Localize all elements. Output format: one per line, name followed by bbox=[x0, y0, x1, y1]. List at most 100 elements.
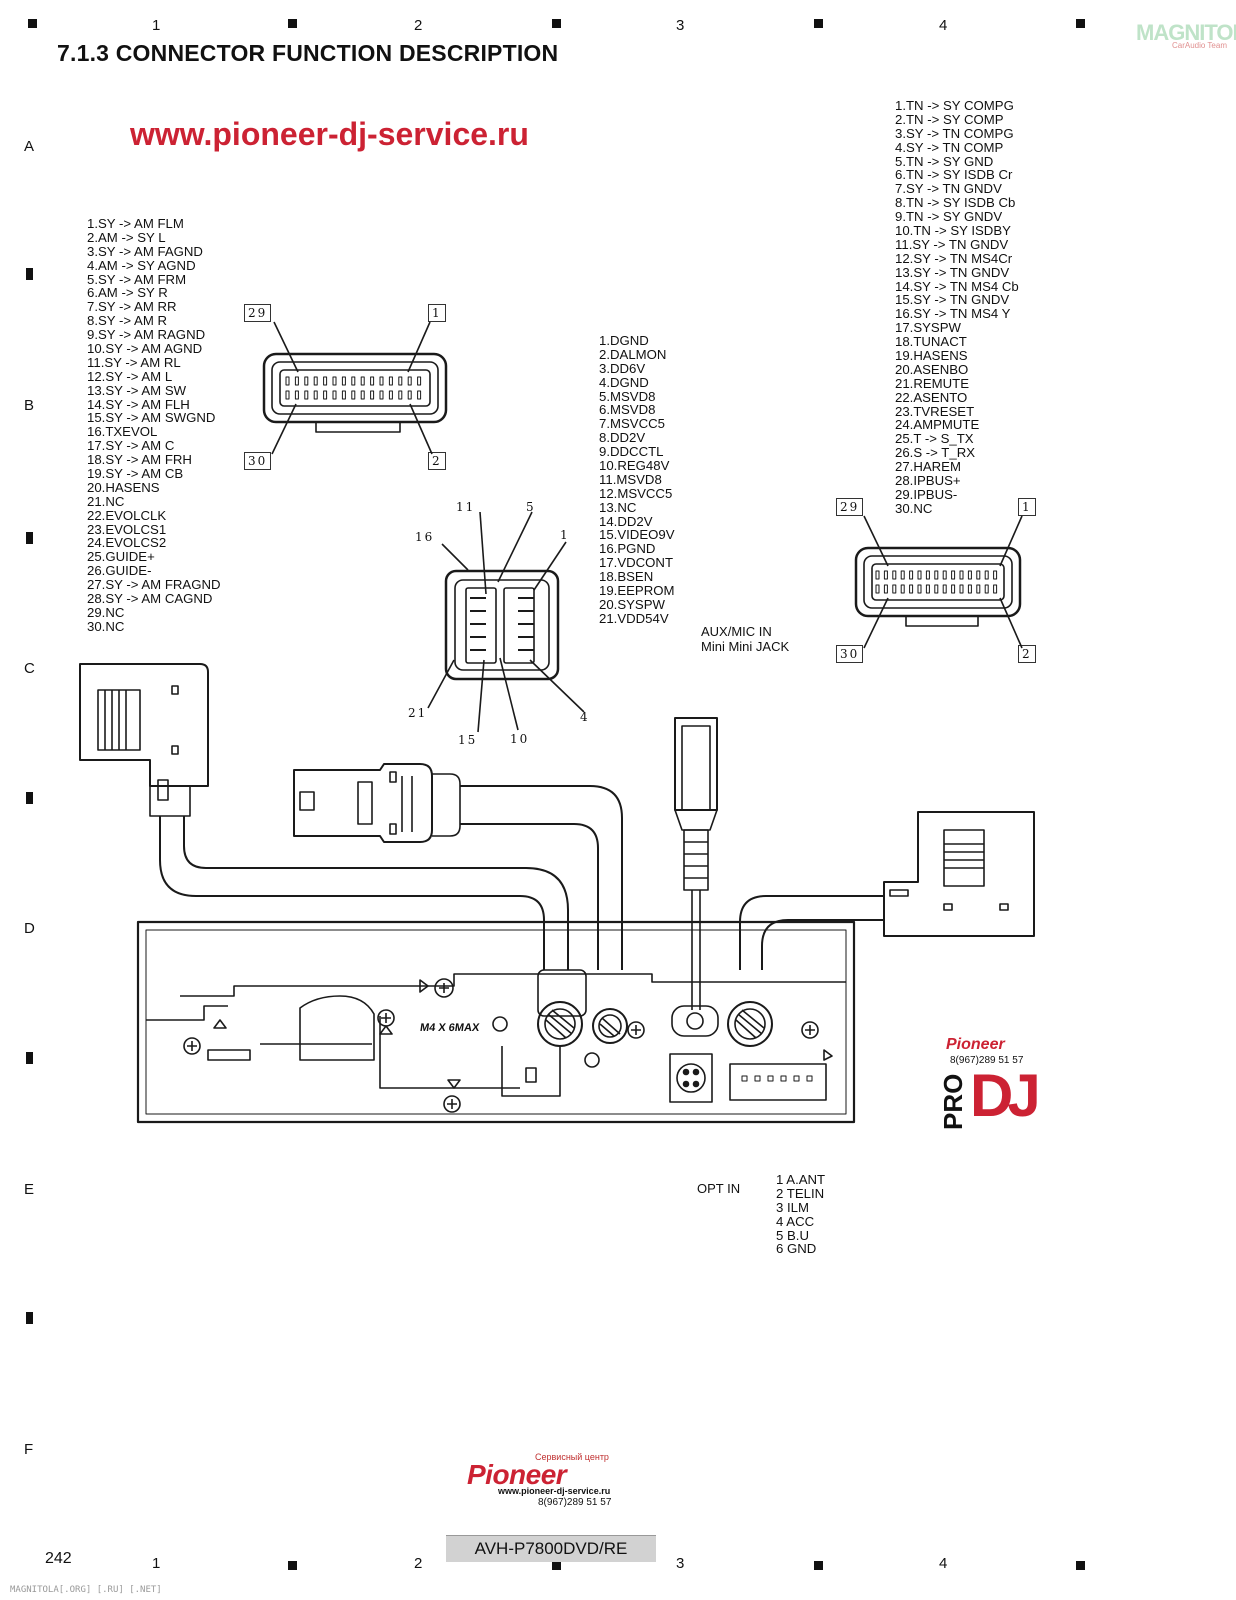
center-connector-pin: 4.DGND bbox=[599, 374, 649, 390]
opt-in-pin: 1 A.ANT bbox=[776, 1172, 826, 1187]
right-connector-pin: 4.SY -> TN COMP bbox=[895, 139, 1004, 155]
right-connector-pin: 9.TN -> SY GNDV bbox=[895, 209, 1003, 225]
right-cable-plug bbox=[883, 811, 1035, 937]
center-connector-pin: 6.MSVD8 bbox=[599, 402, 656, 418]
left-connector-pin: 27.SY -> AM FRAGND bbox=[87, 577, 221, 593]
reg-marker bbox=[26, 532, 33, 544]
col-label-4: 4 bbox=[939, 17, 948, 34]
left-connector-pin: 29.NC bbox=[87, 604, 125, 620]
center-pin-4-label: 4 bbox=[580, 710, 590, 724]
left-connector-pin: 15.SY -> AM SWGND bbox=[87, 410, 216, 426]
aux-label-line2: Mini Mini JACK bbox=[701, 639, 790, 654]
center-connector-pin: 17.VDCONT bbox=[599, 555, 674, 571]
reg-marker bbox=[552, 1561, 561, 1570]
watermark-sub: CarAudio Team bbox=[1172, 41, 1227, 50]
reg-marker bbox=[1076, 19, 1085, 28]
left-connector-pin: 23.EVOLCS1 bbox=[87, 521, 167, 537]
center-connector-pin: 5.MSVD8 bbox=[599, 388, 656, 404]
right-connector-pin: 20.ASENBO bbox=[895, 361, 969, 377]
right-30-pin-connector bbox=[854, 515, 1023, 649]
center-pin-11-label: 11 bbox=[456, 500, 476, 514]
aux-label-line1: AUX/MIC IN bbox=[701, 624, 772, 639]
right-connector-pin: 5.TN -> SY GND bbox=[895, 153, 994, 169]
left-cable-plug bbox=[79, 663, 209, 817]
right-connector-pin: 15.SY -> TN GNDV bbox=[895, 292, 1010, 308]
right-pin-2-label: 2 bbox=[1018, 645, 1036, 663]
right-connector-pin: 19.HASENS bbox=[895, 348, 968, 364]
left-connector-pin: 12.SY -> AM L bbox=[87, 368, 173, 384]
aux-label: AUX/MIC IN Mini Mini JACK bbox=[701, 624, 789, 654]
left-connector-pin: 26.GUIDE- bbox=[87, 563, 152, 579]
head-unit-rear-panel bbox=[136, 920, 856, 1124]
left-connector-pin: 1.SY -> AM FLM bbox=[87, 216, 184, 231]
right-connector-pin: 7.SY -> TN GNDV bbox=[895, 181, 1002, 197]
opt-in-pin: 6 GND bbox=[776, 1241, 817, 1257]
left-pin-2-label: 2 bbox=[428, 452, 446, 470]
reg-marker bbox=[26, 792, 33, 804]
reg-marker bbox=[26, 1312, 33, 1324]
left-connector-pin: 16.TXEVOL bbox=[87, 424, 158, 440]
footer-logo-url: www.pioneer-dj-service.ru bbox=[498, 1486, 611, 1496]
left-connector-pin: 20.HASENS bbox=[87, 479, 160, 495]
reg-marker bbox=[26, 268, 33, 280]
left-connector-pin: 11.SY -> AM RL bbox=[87, 354, 181, 370]
aux-mini-jack bbox=[674, 717, 718, 1010]
reg-marker bbox=[814, 19, 823, 28]
left-connector-pin: 9.SY -> AM RAGND bbox=[87, 327, 206, 343]
center-21-pin-connector bbox=[427, 511, 585, 733]
center-connector-pin: 2.DALMON bbox=[599, 346, 667, 362]
right-connector-pin: 24.AMPMUTE bbox=[895, 417, 980, 433]
source-footer: MAGNITOLA[.ORG] [.RU] [.NET] bbox=[10, 1585, 162, 1595]
right-connector-pin: 14.SY -> TN MS4 Cb bbox=[895, 278, 1019, 294]
center-connector-pin: 14.DD2V bbox=[599, 513, 653, 529]
left-connector-pin: 2.AM -> SY L bbox=[87, 229, 166, 245]
pioneer-logo: Pioneer bbox=[946, 1036, 1005, 1053]
left-connector-pin: 7.SY -> AM RR bbox=[87, 299, 177, 315]
center-pin-16-label: 16 bbox=[415, 530, 435, 544]
right-connector-pin: 29.IPBUS- bbox=[895, 486, 958, 502]
right-pin-30-label: 30 bbox=[836, 645, 864, 663]
right-connector-pin: 13.SY -> TN GNDV bbox=[895, 264, 1010, 280]
row-label-f: F bbox=[24, 1441, 34, 1458]
right-connector-pin: 16.SY -> TN MS4 Y bbox=[895, 306, 1011, 322]
model-name: AVH-P7800DVD/RE bbox=[446, 1535, 656, 1562]
col-label-1: 1 bbox=[152, 17, 161, 34]
right-connector-pin: 27.HAREM bbox=[895, 459, 961, 475]
col-label-3-bottom: 3 bbox=[676, 1555, 685, 1572]
row-label-d: D bbox=[24, 920, 35, 937]
left-connector-pin: 22.EVOLCLK bbox=[87, 507, 167, 523]
service-center-text: Сервисный центр bbox=[535, 1452, 609, 1462]
col-label-4-bottom: 4 bbox=[939, 1555, 948, 1572]
left-connector-pin: 18.SY -> AM FRH bbox=[87, 452, 192, 468]
right-connector-pin: 1.TN -> SY COMPG bbox=[895, 98, 1014, 113]
right-connector-pin: 30.NC bbox=[895, 500, 933, 516]
left-connector-pin: 8.SY -> AM R bbox=[87, 313, 168, 329]
reg-marker bbox=[288, 1561, 297, 1570]
left-pin-1-label: 1 bbox=[428, 304, 446, 322]
left-pin-29-label: 29 bbox=[244, 304, 272, 322]
left-connector-pin: 28.SY -> AM CAGND bbox=[87, 591, 213, 607]
footer-logo-phone: 8(967)289 51 57 bbox=[538, 1497, 612, 1508]
row-label-e: E bbox=[24, 1181, 35, 1198]
col-label-3: 3 bbox=[676, 17, 685, 34]
right-connector-pin: 28.IPBUS+ bbox=[895, 473, 961, 489]
left-pin-30-label: 30 bbox=[244, 452, 272, 470]
reg-marker bbox=[1076, 1561, 1085, 1570]
right-connector-pin: 12.SY -> TN MS4Cr bbox=[895, 250, 1013, 266]
left-connector-pin: 5.SY -> AM FRM bbox=[87, 271, 187, 287]
col-label-2: 2 bbox=[414, 17, 423, 34]
left-connector-pin: 6.AM -> SY R bbox=[87, 285, 168, 301]
opt-in-pin: 3 ILM bbox=[776, 1199, 809, 1215]
row-label-c: C bbox=[24, 660, 35, 677]
left-connector-pin: 24.EVOLCS2 bbox=[87, 535, 167, 551]
right-pin-29-label: 29 bbox=[836, 498, 864, 516]
right-connector-pin: 18.TUNACT bbox=[895, 334, 967, 350]
center-cable-plug bbox=[293, 763, 461, 843]
center-connector-pin: 1.DGND bbox=[599, 333, 649, 348]
right-connector-pin: 11.SY -> TN GNDV bbox=[895, 236, 1009, 252]
center-connector-pin: 7.MSVCC5 bbox=[599, 416, 665, 432]
row-label-a: A bbox=[24, 138, 35, 155]
center-pin-21-label: 21 bbox=[408, 706, 428, 720]
